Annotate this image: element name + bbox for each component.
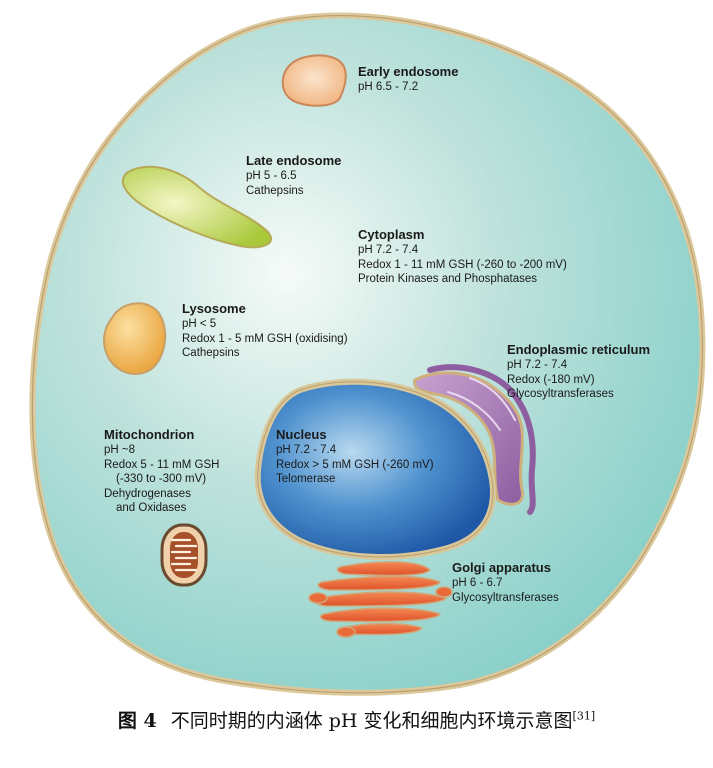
- nucleus-line: Redox > 5 mM GSH (-260 mV): [276, 458, 434, 471]
- figure-reference: [31]: [572, 709, 596, 723]
- figure-caption: 图 4 不同时期的内涵体 pH 变化和细胞内环境示意图[31]: [0, 706, 713, 733]
- label-endoplasmic-reticulum: Endoplasmic reticulum pH 7.2 - 7.4 Redox…: [507, 342, 650, 402]
- er-line: Glycosyltransferases: [507, 388, 614, 400]
- early-endosome-shape: [281, 54, 347, 107]
- cell-illustration: [29, 12, 706, 696]
- lysosome-line: Cathepsins: [182, 347, 240, 359]
- nucleus-line: Telomerase: [276, 473, 336, 485]
- mitochondrion-shape: [160, 523, 208, 587]
- label-cytoplasm: Cytoplasm pH 7.2 - 7.4 Redox 1 - 11 mM G…: [358, 227, 567, 287]
- label-nucleus: Nucleus pH 7.2 - 7.4 Redox > 5 mM GSH (-…: [276, 427, 434, 487]
- label-late-endosome: Late endosome pH 5 - 6.5 Cathepsins: [246, 153, 341, 198]
- nucleus-line: pH 7.2 - 7.4: [276, 444, 337, 456]
- er-line: Redox (-180 mV): [507, 373, 595, 386]
- late-endosome-title: Late endosome: [246, 153, 342, 168]
- mitochondrion-title: Mitochondrion: [104, 427, 195, 442]
- golgi-apparatus-shape: [308, 561, 453, 638]
- label-lysosome: Lysosome pH < 5 Redox 1 - 5 mM GSH (oxid…: [182, 301, 348, 361]
- mitochondrion-line: and Oxidases: [116, 502, 187, 514]
- cytoplasm-line: Protein Kinases and Phosphatases: [358, 273, 538, 285]
- golgi-title: Golgi apparatus: [452, 560, 551, 575]
- label-golgi-apparatus: Golgi apparatus pH 6 - 6.7 Glycosyltrans…: [452, 560, 559, 605]
- golgi-line: Glycosyltransferases: [452, 591, 559, 604]
- nucleus-title: Nucleus: [276, 427, 327, 442]
- early-endosome-title: Early endosome: [358, 64, 459, 79]
- mitochondrion-line: Dehydrogenases: [104, 487, 191, 500]
- cytoplasm-line: pH 7.2 - 7.4: [358, 244, 419, 256]
- golgi-line: pH 6 - 6.7: [452, 577, 503, 589]
- label-early-endosome: Early endosome pH 6.5 - 7.2: [358, 64, 458, 95]
- late-endosome-shape: [121, 165, 272, 249]
- mitochondrion-line: pH ~8: [104, 444, 136, 456]
- figure-number: 图 4: [117, 710, 157, 732]
- lysosome-title: Lysosome: [182, 301, 246, 316]
- lysosome-shape: [103, 302, 167, 375]
- mitochondrion-line: (-330 to -300 mV): [116, 473, 207, 485]
- er-title: Endoplasmic reticulum: [507, 342, 651, 357]
- cytoplasm-line: Redox 1 - 11 mM GSH (-260 to -200 mV): [358, 258, 567, 271]
- label-mitochondrion: Mitochondrion pH ~8 Redox 5 - 11 mM GSH …: [104, 427, 219, 516]
- mitochondrion-line: Redox 5 - 11 mM GSH: [104, 458, 220, 471]
- late-endosome-line: Cathepsins: [246, 184, 304, 197]
- lysosome-line: pH < 5: [182, 318, 217, 330]
- lysosome-line: Redox 1 - 5 mM GSH (oxidising): [182, 332, 348, 345]
- endoplasmic-reticulum-shape: [413, 364, 536, 515]
- early-endosome-line: pH 6.5 - 7.2: [358, 81, 419, 93]
- late-endosome-line: pH 5 - 6.5: [246, 170, 297, 182]
- er-line: pH 7.2 - 7.4: [507, 359, 568, 371]
- figure-caption-text: 不同时期的内涵体 pH 变化和细胞内环境示意图: [170, 710, 573, 732]
- cytoplasm-title: Cytoplasm: [358, 227, 425, 242]
